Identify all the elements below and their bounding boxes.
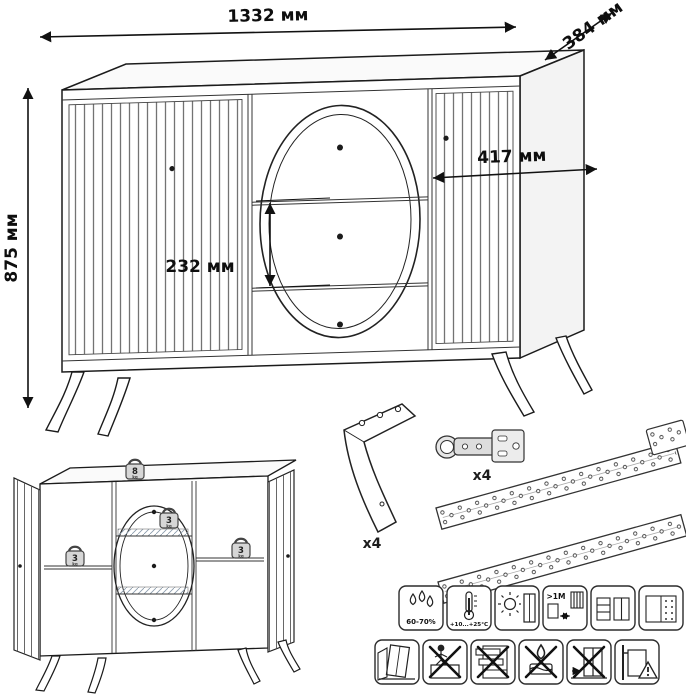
- drawer-knob-middle: [337, 233, 343, 240]
- open-door-icon: [377, 647, 388, 681]
- weight-top-value: 8: [132, 467, 138, 477]
- glass-shelf: [117, 586, 189, 595]
- care-icon-humidity: 60-70%: [398, 585, 444, 631]
- right-door-knob: [443, 135, 449, 141]
- dim-inner-width-label: 417 мм: [477, 146, 547, 168]
- drawer-knob-bottom: [337, 321, 343, 328]
- care-icon-sunlight: [494, 585, 540, 631]
- load-weight-top: 8 kg: [124, 458, 146, 481]
- open-right-door: [267, 469, 295, 653]
- dim-depth: 384 мм: [544, 0, 627, 61]
- prohibited-x-icon: [428, 645, 462, 679]
- dim-inner-width: 417 мм: [432, 146, 598, 183]
- drawer-slide-bracket: [645, 419, 686, 456]
- wall-anchor-icon: [622, 645, 647, 680]
- care-icon-furniture-set: [590, 585, 636, 631]
- dim-height-label: 875 мм: [2, 213, 22, 282]
- sun-icon: [498, 592, 521, 616]
- care-icon-no-water: [518, 639, 564, 685]
- hinge-count-label: x4: [473, 468, 492, 484]
- right-door-panel: [435, 90, 514, 345]
- cabinet-front-face: [61, 75, 521, 373]
- center-drawer-section: [252, 104, 428, 339]
- water-drops-icon: [409, 589, 434, 608]
- dim-depth-label: 384 мм: [559, 0, 627, 54]
- weight-unit: kg: [132, 475, 138, 480]
- weight-unit: kg: [72, 562, 78, 567]
- left-door-panel: [68, 99, 243, 356]
- weight-shelf-value: 3: [238, 546, 244, 556]
- care-icon-tip-warning: [374, 639, 420, 685]
- care-icon-no-climb: [422, 639, 468, 685]
- dim-drawer-height-label: 232 мм: [165, 257, 234, 277]
- temperature-label: +10...+25°C: [450, 622, 488, 628]
- care-icon-temperature: +10...+25°C: [446, 585, 492, 631]
- warning-triangle-icon: [637, 660, 659, 679]
- weight-unit: kg: [166, 524, 172, 529]
- main-cabinet-drawing: 1332 мм 384 мм 875 мм 417 мм 232 мм: [2, 0, 627, 437]
- hinge-drawing: x4: [435, 429, 525, 484]
- cabinet-icon: [547, 603, 559, 619]
- open-cabinet-drawing: 8 kg 3 kg 3 kg 3 kg: [13, 458, 301, 694]
- care-icon-ventilation: [638, 585, 684, 631]
- drawer-slides-drawing: [435, 419, 686, 604]
- interior-dividers: [44, 481, 264, 653]
- leg-part-drawing: x4: [343, 403, 417, 552]
- thermometer-icon: [463, 591, 477, 621]
- dim-width: 1332 мм: [39, 5, 517, 43]
- prohibited-x-icon: [476, 645, 510, 679]
- dim-width-label: 1332 мм: [227, 5, 308, 27]
- care-icon-grid: 60-70% +10...+25°C: [374, 585, 684, 685]
- drawer-knob-top: [337, 144, 343, 151]
- care-icon-no-drag: [566, 639, 612, 685]
- care-icon-no-open-drawers: [470, 639, 516, 685]
- radiator-icon: [570, 591, 584, 609]
- tilted-cabinet-icon: [385, 644, 411, 678]
- open-cabinet-legs: [35, 639, 301, 694]
- radiator-distance-label: >1M: [547, 592, 566, 601]
- load-weight-right: 3 kg: [230, 537, 252, 560]
- cabinet-side-face: [519, 48, 585, 360]
- humidity-label: 60-70%: [406, 618, 435, 626]
- left-door-knob: [169, 166, 175, 172]
- drawer-slide-rail: [435, 440, 682, 530]
- weight-unit: kg: [238, 554, 244, 559]
- glass-shelf: [117, 528, 189, 537]
- load-weight-center: 3 kg: [158, 507, 180, 530]
- cabinet-legs: [44, 335, 593, 437]
- dim-height: 875 мм: [2, 88, 34, 408]
- dim-drawer-height: 232 мм: [165, 197, 331, 289]
- mesh-icon: [662, 597, 675, 621]
- prohibited-x-icon: [524, 645, 558, 679]
- open-left-door: [13, 477, 41, 661]
- open-center-drawers: [113, 505, 195, 627]
- prohibited-x-icon: [572, 645, 606, 679]
- weight-shelf-value: 3: [166, 516, 172, 526]
- cabinets-icon: [596, 597, 630, 621]
- leg-count-label: x4: [363, 536, 382, 552]
- load-weight-left: 3 kg: [64, 545, 86, 568]
- weight-shelf-value: 3: [72, 554, 78, 564]
- care-icon-anchor-warning: [614, 639, 660, 685]
- care-icon-radiator-distance: >1M: [542, 585, 588, 631]
